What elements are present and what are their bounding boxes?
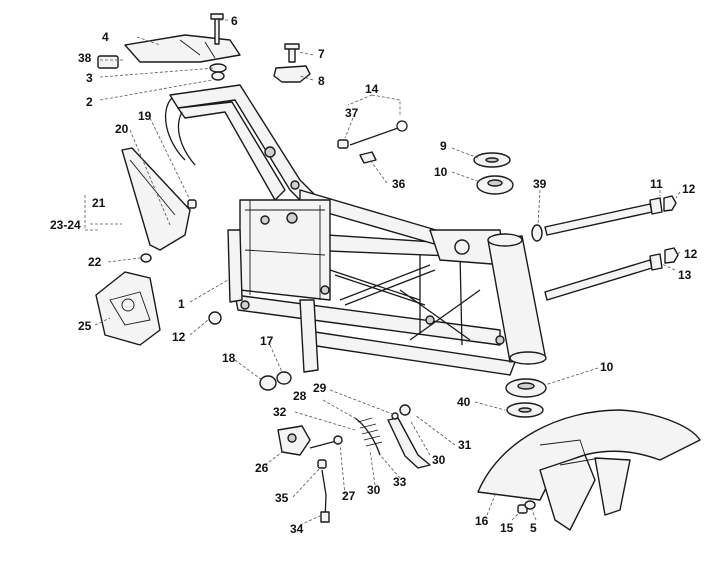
callout-39: 39 — [533, 177, 547, 191]
callout-1: 1 — [178, 297, 185, 311]
callout-3: 3 — [86, 71, 93, 85]
callout-18: 18 — [222, 351, 236, 365]
callout-30-left: 30 — [367, 483, 381, 497]
callout-15: 15 — [500, 521, 514, 535]
callout-13: 13 — [678, 268, 692, 282]
callout-20: 20 — [115, 122, 129, 136]
side-stand-assembly — [277, 404, 431, 523]
rubber-grommets — [259, 371, 292, 391]
callout-35: 35 — [275, 491, 289, 505]
callout-10-top: 10 — [434, 165, 448, 179]
callout-40: 40 — [457, 395, 471, 409]
callout-5: 5 — [530, 521, 537, 535]
front-fender — [477, 409, 701, 531]
callout-27: 27 — [342, 489, 356, 503]
callout-37: 37 — [345, 106, 359, 120]
callout-11: 11 — [650, 177, 663, 191]
callout-17: 17 — [260, 334, 274, 348]
callout-30-right: 30 — [432, 453, 446, 467]
callout-10-bottom: 10 — [600, 360, 614, 374]
callout-4: 4 — [102, 30, 109, 44]
cap-parts — [273, 43, 311, 83]
cable-parts — [337, 120, 408, 164]
callout-25: 25 — [78, 319, 92, 333]
callout-19: 19 — [138, 109, 152, 123]
callout-28: 28 — [293, 389, 307, 403]
callout-33: 33 — [393, 475, 407, 489]
callout-26: 26 — [255, 461, 269, 475]
callout-38: 38 — [78, 51, 92, 65]
callout-14: 14 — [365, 82, 379, 96]
callout-12-top: 12 — [682, 182, 696, 196]
leader-lines — [84, 19, 681, 526]
callout-8: 8 — [318, 74, 325, 88]
callout-7: 7 — [318, 47, 325, 61]
side-panel-parts — [95, 147, 222, 346]
callout-labels: 1 2 3 4 5 6 7 8 9 10 10 11 12 12 12 13 1… — [50, 14, 698, 536]
callout-2: 2 — [86, 95, 93, 109]
callout-32: 32 — [273, 405, 287, 419]
callout-12-left: 12 — [172, 330, 186, 344]
callout-22: 22 — [88, 255, 102, 269]
callout-21: 21 — [92, 196, 106, 210]
callout-31: 31 — [458, 438, 472, 452]
seat-cover-assembly — [97, 13, 241, 81]
callout-9: 9 — [440, 139, 447, 153]
callout-34: 34 — [290, 522, 304, 536]
callout-36: 36 — [392, 177, 406, 191]
callout-16: 16 — [475, 514, 489, 528]
callout-23-24: 23-24 — [50, 218, 81, 232]
steering-bearings — [473, 152, 547, 418]
callout-29: 29 — [313, 381, 327, 395]
engine-bolts — [531, 195, 679, 301]
callout-12-mid: 12 — [684, 247, 698, 261]
main-frame — [164, 84, 547, 376]
callout-6: 6 — [231, 14, 238, 28]
